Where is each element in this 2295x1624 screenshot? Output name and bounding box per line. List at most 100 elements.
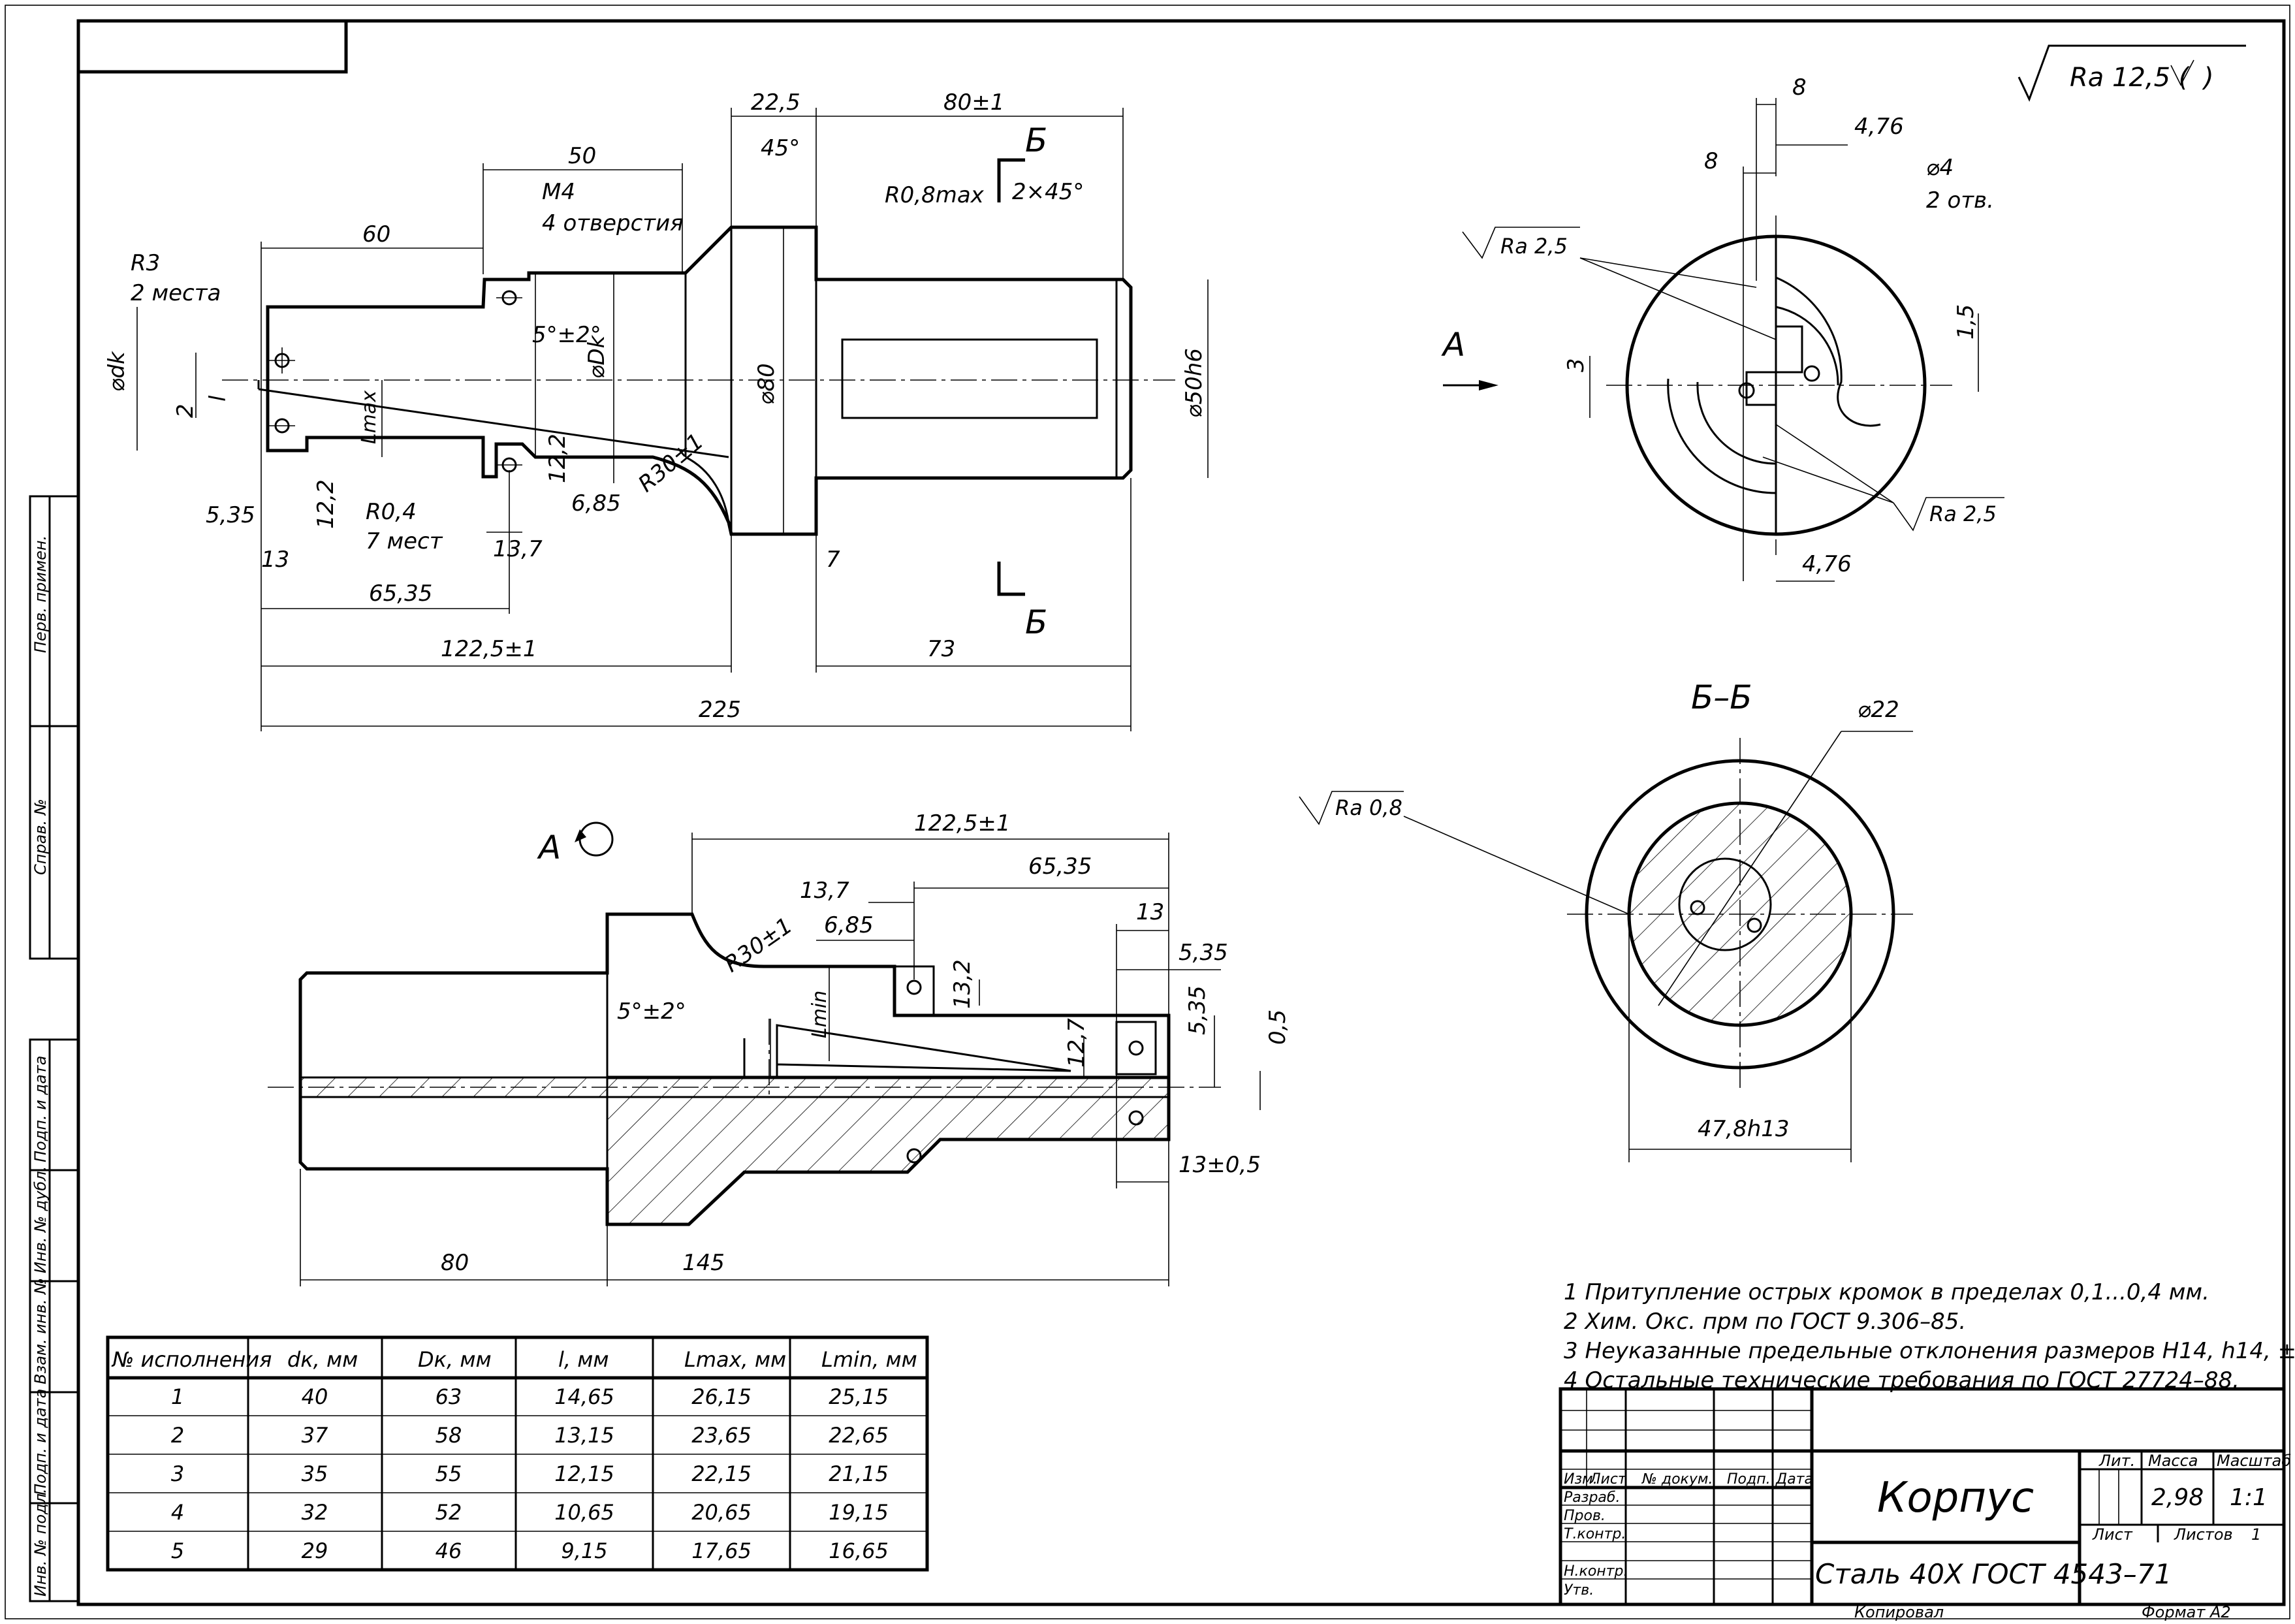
dim-hole-4: ⌀4 — [1926, 155, 1954, 181]
tb-copied: Копировал — [1854, 1603, 1944, 1621]
section-title: Б–Б — [1691, 678, 1752, 716]
dim-0-5: 0,5 — [1265, 1010, 1291, 1045]
table-header-cell: l, мм — [558, 1347, 609, 1372]
dim-122-5-b: 122,5±1 — [914, 810, 1010, 836]
table-cell: 19,15 — [829, 1500, 889, 1525]
dim-50: 50 — [568, 143, 596, 169]
general-roughness: Ra 12,5 ( ) — [2018, 44, 2246, 102]
roughness-bore: Ra 0,8 — [1335, 795, 1402, 820]
dim-5-35: 5,35 — [206, 502, 255, 528]
dim-d22: ⌀22 — [1858, 697, 1899, 723]
dim-80-b: 80 — [441, 1250, 469, 1276]
tb-h-izm: Изм. — [1564, 1471, 1598, 1488]
dim-225: 225 — [699, 697, 741, 723]
dim-r08: R0,8max — [885, 182, 985, 208]
tb-material: Сталь 40Х ГОСТ 4543–71 — [1815, 1558, 2172, 1590]
roughness-general-close: ) — [2202, 63, 2214, 93]
variant-table: № исполнения dк, мм Dк, мм l, мм Lmax, м… — [106, 1335, 929, 1572]
dim-d50h6: ⌀50h6 — [1181, 348, 1207, 418]
dim-4-76-bottom: 4,76 — [1802, 551, 1852, 577]
tb-h-doc: № докум. — [1641, 1471, 1713, 1488]
side-strip-label: Подп. и дата — [31, 1056, 50, 1163]
tb-h-lit: Лит. — [2098, 1452, 2135, 1470]
tb-h-list: Лист — [1589, 1471, 1627, 1488]
table-header-cell: Lmax, мм — [684, 1347, 786, 1372]
dim-hole-note: 2 отв. — [1926, 187, 1994, 214]
tb-h-sheets: Листов — [2174, 1525, 2233, 1544]
dim-3: 3 — [1563, 358, 1589, 372]
table-cell: 22,65 — [829, 1423, 889, 1448]
dim-1-5: 1,5 — [1953, 304, 1979, 340]
tb-format: Формат A2 — [2142, 1603, 2231, 1621]
tb-part-name: Корпус — [1877, 1474, 2034, 1522]
table-header-cell: Lmin, мм — [821, 1347, 917, 1372]
note-1: 1 Притупление острых кромок в пределах 0… — [1564, 1279, 2209, 1305]
side-strip-label: Перв. примен. — [31, 535, 50, 653]
table-cell: 9,15 — [561, 1538, 607, 1563]
dim-4-76-top: 4,76 — [1854, 114, 1904, 140]
tb-h-scale: Масштаб — [2217, 1452, 2291, 1470]
cut-label-top: Б — [1025, 121, 1047, 159]
section-b-b: Б–Б ⌀22 47,8h13 Ra 0,8 — [1299, 678, 1913, 1162]
dim-13: 13 — [261, 547, 289, 573]
dim-8-left: 8 — [1704, 148, 1718, 174]
roughness-general-text: Ra 12,5 ( — [2070, 63, 2191, 93]
tb-h-date: Дата — [1775, 1471, 1813, 1488]
table-header: № исполнения dк, мм Dк, мм l, мм Lmax, м… — [111, 1347, 917, 1372]
table-cell: 35 — [302, 1461, 328, 1486]
dim-6-85: 6,85 — [571, 490, 621, 517]
dim-13-2-b: 13,2 — [949, 959, 975, 1009]
dim-145: 145 — [682, 1250, 725, 1276]
table-cell: 63 — [435, 1384, 462, 1409]
roughness-flats-top: Ra 2,5 — [1500, 234, 1568, 259]
main-view: Б Б 60 50 22,5 80±1 45° R3 2 ме — [104, 89, 1209, 731]
side-strip-label: Взам. инв. № — [31, 1278, 50, 1384]
view-a-rotated-label: А — [537, 829, 561, 867]
dim-13-0-5: 13±0,5 — [1179, 1152, 1261, 1178]
dim-r3-note: 2 места — [131, 280, 221, 306]
view-a-arrow-label: А — [1441, 326, 1465, 364]
side-strip-label: Справ. № — [31, 799, 50, 875]
table-header-cell: № исполнения — [111, 1347, 272, 1372]
dim-65-35: 65,35 — [369, 581, 432, 607]
dim-Dk: ⌀Dk — [584, 334, 610, 379]
side-strip-label: Подп. и дата — [31, 1389, 50, 1496]
tb-r-razrab: Разраб. — [1564, 1489, 1620, 1506]
dim-m4-note: 4 отверстия — [542, 210, 684, 236]
dim-45deg: 45° — [761, 135, 800, 161]
title-block: Изм. Лист № докум. Подп. Дата Разраб. Пр… — [1559, 1387, 2291, 1621]
dim-6-85-b: 6,85 — [824, 912, 874, 938]
table-cell: 20,65 — [691, 1500, 752, 1525]
table-cell: 4 — [171, 1500, 184, 1525]
tb-r-prov: Пров. — [1564, 1508, 1606, 1524]
dim-2: 2 — [172, 404, 198, 418]
table-cell: 58 — [435, 1423, 462, 1448]
table-cell: 23,65 — [691, 1423, 752, 1448]
dim-r04: R0,4 — [366, 499, 417, 525]
dim-chamfer: 2×45° — [1012, 179, 1084, 205]
dim-80: 80±1 — [943, 89, 1004, 116]
tb-sheets: 1 — [2251, 1525, 2261, 1544]
dim-73: 73 — [927, 636, 955, 662]
dim-22-5: 22,5 — [751, 89, 800, 116]
tb-scale: 1:1 — [2230, 1484, 2268, 1511]
table-cell: 29 — [302, 1538, 328, 1563]
table-cell: 40 — [302, 1384, 328, 1409]
table-cell: 2 — [171, 1423, 184, 1448]
technical-notes: 1 Притупление острых кромок в пределах 0… — [1564, 1279, 2295, 1393]
table-cell: 3 — [171, 1461, 184, 1486]
table-cell: 52 — [435, 1500, 462, 1525]
dim-r30: R30±1 — [633, 428, 708, 498]
table-cell: 10,65 — [554, 1500, 614, 1525]
note-3: 3 Неуказанные предельные отклонения разм… — [1564, 1338, 2295, 1364]
dim-12-2-b: 12,2 — [545, 434, 571, 483]
dim-m4: M4 — [542, 179, 575, 205]
cut-label-bottom: Б — [1025, 603, 1047, 641]
dim-angle-b: 5°±2° — [617, 998, 686, 1025]
dim-lmax: Lmax — [358, 390, 381, 444]
note-2: 2 Хим. Окс. прм по ГОСТ 9.306–85. — [1564, 1309, 1966, 1335]
table-header-cell: dк, мм — [287, 1347, 358, 1372]
